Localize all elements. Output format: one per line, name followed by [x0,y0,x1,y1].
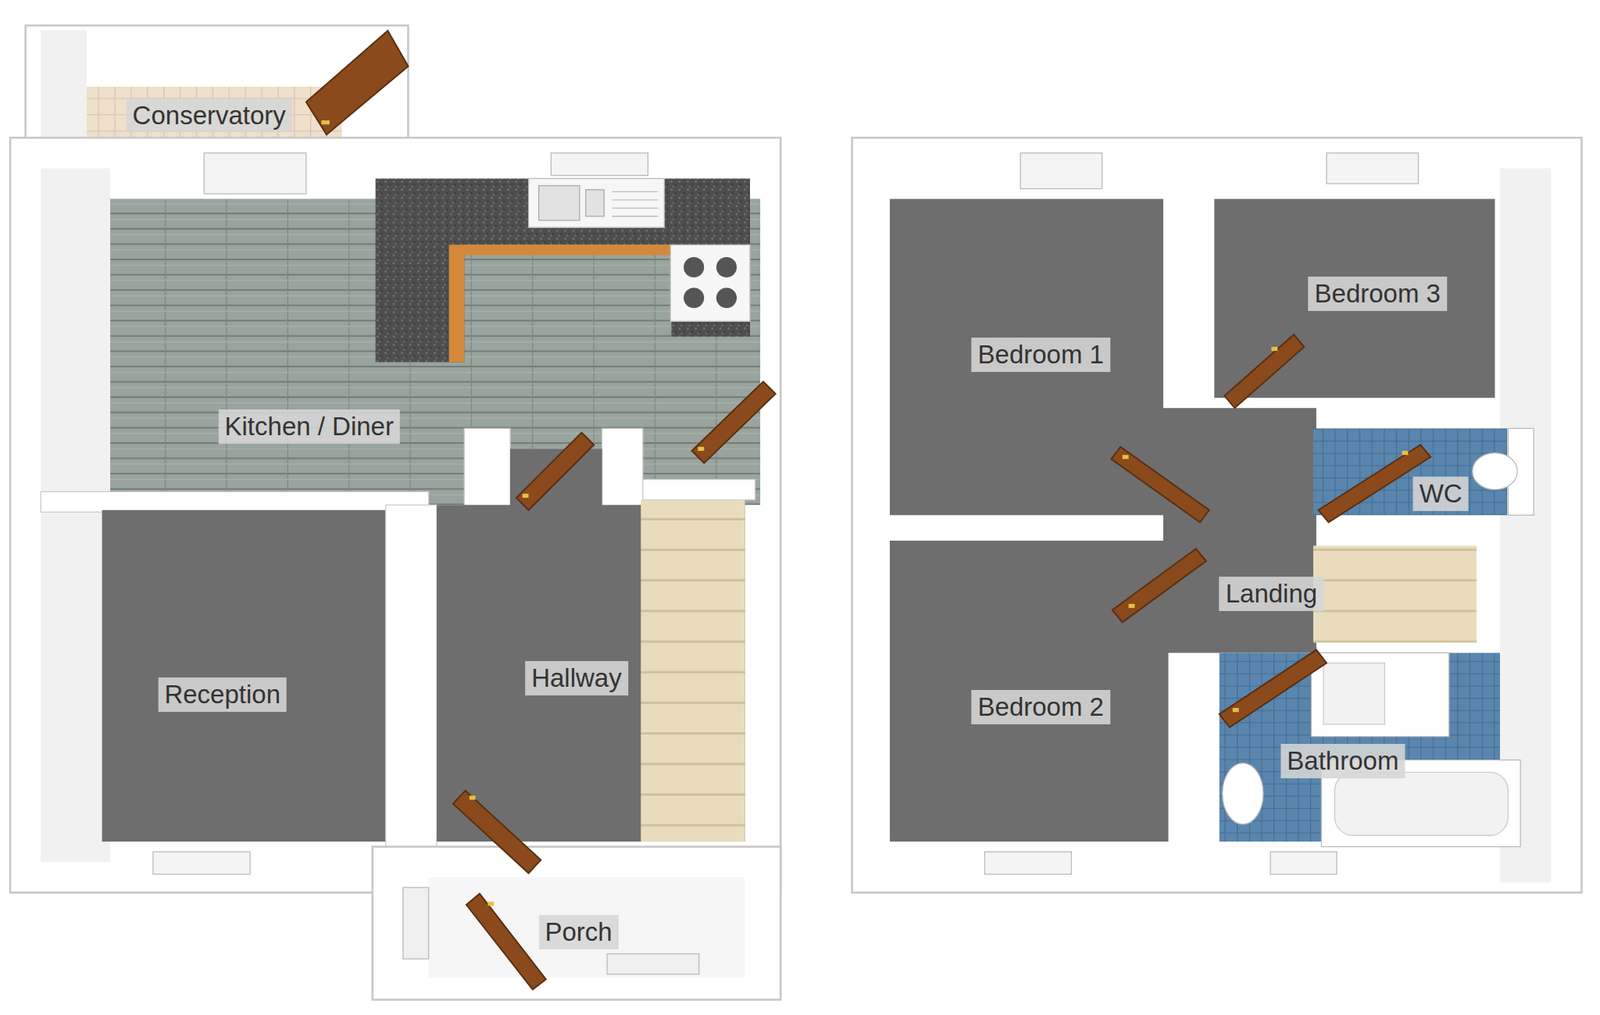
door [1224,334,1304,408]
room-area: Bedroom 3 [1214,199,1495,399]
staircase [1313,545,1477,643]
room-area: Porch [387,857,755,995]
reception-floor [102,510,386,842]
room-area: Bathroom [1219,653,1500,843]
landing-floor [1163,407,1317,653]
first-floor [852,137,1583,893]
plan-rect [1122,454,1129,459]
room-label: Bathroom [1280,743,1405,779]
room-area: Bedroom 2 [889,540,1169,842]
toilet [1222,763,1264,825]
ground-floor [10,25,781,1000]
basin [1310,653,1449,737]
room-label: Landing [1219,576,1324,611]
plan-rect [321,120,329,125]
porch-floor [428,877,746,978]
hob-rings [683,257,737,308]
wall-face [40,167,111,862]
window [1326,153,1419,184]
room-label: Porch [538,914,618,950]
plan-rect [697,446,704,451]
room-label: Kitchen / Diner [218,409,400,444]
window [403,887,429,959]
wall [642,479,756,500]
plan-line [612,199,659,200]
plan-rect [1271,346,1278,351]
wc-toilet [1472,453,1518,490]
sink [528,178,665,228]
doors [306,30,1431,990]
wall [385,504,437,857]
sink-bowl [539,185,580,221]
room-area: WC [1313,428,1508,515]
room-area: Hallway [436,504,745,842]
room-label: Conservatory [126,98,293,133]
plan-rect [487,901,494,906]
porch-wall [372,846,781,1000]
basin-bowl [1323,663,1385,725]
bedroom-floor [889,540,1169,842]
wall [602,428,643,510]
door-handles [321,120,1408,906]
room-label: Hallway [525,660,629,696]
room-label: Bedroom 3 [1308,276,1447,311]
window [153,851,250,875]
plan-circle [716,257,737,278]
window [1020,153,1102,190]
plan-circle [683,257,704,278]
room-area: Landing [1163,407,1317,653]
plan-rect [1232,707,1240,712]
outer-wall [10,137,781,893]
room-label: Bedroom 1 [971,337,1111,372]
sink-bowl [585,189,605,217]
window [203,153,307,194]
door [516,432,594,511]
plan-rect [522,493,529,498]
hob [670,244,750,322]
plan-line [612,191,659,193]
staircase [640,500,745,842]
worktop-edge [449,244,672,362]
outer-wall [852,137,1583,893]
door [306,30,409,135]
window [984,851,1072,875]
plan-circle [683,287,704,308]
door [453,790,541,874]
door [1110,446,1209,523]
bath-tub [1334,771,1508,836]
drainer [612,191,659,216]
plan-line [612,207,659,209]
wall [40,491,429,512]
plan-rect [469,795,476,800]
room-area: Bedroom 1 [889,199,1164,516]
room-area: Kitchen / Diner [110,199,761,506]
door [1219,650,1327,728]
wall [464,428,511,510]
plan-circle [716,287,737,308]
room-area: Conservatory [25,25,409,179]
room-area: Reception [102,510,386,842]
room-label: Reception [157,677,287,712]
room-label: WC [1413,476,1469,511]
plan-rect [1128,603,1136,608]
window [550,153,648,176]
plan-rect [1402,450,1409,455]
door [1112,548,1207,622]
door [466,893,547,990]
room-label: Bedroom 2 [971,689,1111,725]
window [607,953,700,975]
plan-line [612,215,659,217]
conservatory-wall [25,25,409,143]
window [1270,851,1337,875]
door [692,381,776,463]
worktop [375,178,750,362]
wall-face [40,30,87,138]
